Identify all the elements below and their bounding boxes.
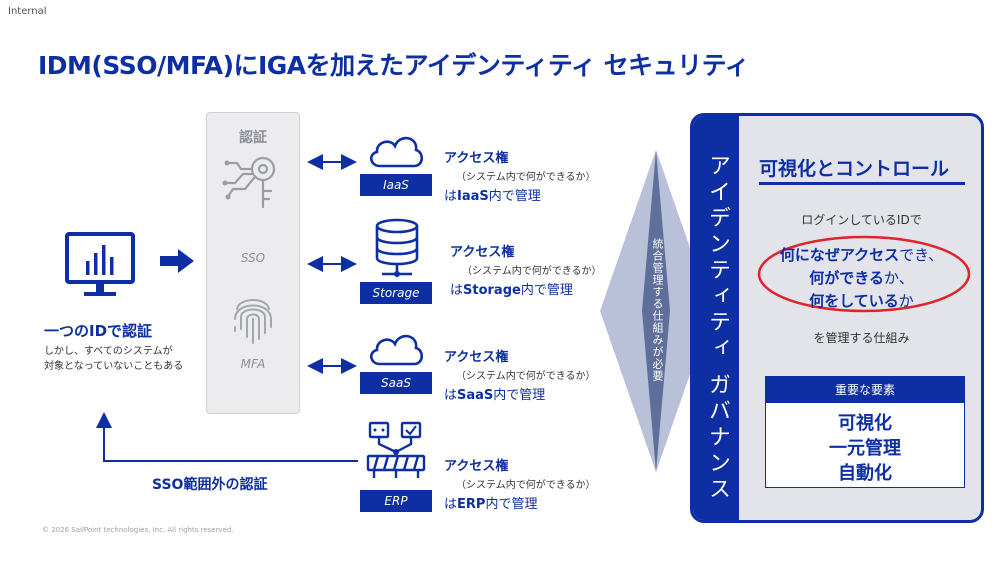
question-line-3: 何をしているか [809,292,914,310]
question-line-1: 何になぜアクセスでき、 [779,246,944,264]
access-title: アクセス権 [444,459,509,474]
access-manage: はIaaS内で管理 [444,189,541,204]
access-info-storage: アクセス権 （システム内で何ができるか） はStorage内で管理 [450,241,620,298]
highlight-ellipse [757,235,971,313]
access-paren: （システム内で何ができるか） [456,172,596,183]
login-id-text: ログインしているIDで [801,213,922,227]
access-paren: （システム内で何ができるか） [456,371,596,382]
key-elements-box: 重要な要素 可視化 一元管理 自動化 [765,376,965,488]
auth-title: 認証 [239,130,267,146]
mfa-label: MFA [240,357,266,371]
service-box-erp: ERP [360,490,432,512]
monitor-icon [65,232,135,296]
classification-label: Internal [8,6,47,17]
integration-note: 統合管理する仕組みが必要 [651,238,664,382]
single-id-auth-note-line2: 対象となっていないこともある [44,361,184,372]
sso-label: SSO [240,251,266,265]
governance-vertical-title: アイデンティティ ガバナンス [705,154,730,503]
arrow-right-icon [160,249,194,273]
sso-outside-loop [96,412,358,462]
service-box-iaas: IaaS [360,174,432,196]
key-element-item: 一元管理 [829,438,901,459]
key-elements-list: 可視化 一元管理 自動化 [766,411,964,486]
key-circuit-icon [222,156,276,209]
single-id-auth-note-line1: しかし、すべてのシステムが [44,346,173,357]
access-paren: （システム内で何ができるか） [456,480,596,491]
cloud-icon [370,136,424,168]
copyright-footer: © 2026 SailPoint technologies, Inc. All … [42,526,234,534]
access-manage: はStorage内で管理 [450,283,573,298]
fingerprint-icon [234,299,272,344]
single-id-auth-title: 一つのIDで認証 [44,322,153,340]
page-title: IDM(SSO/MFA)にIGAを加えたアイデンティティ セキュリティ [38,51,750,80]
key-element-item: 可視化 [838,413,892,434]
access-questions: 何になぜアクセスでき、 何ができるか、 何をしているか [739,244,981,313]
access-manage: はERP内で管理 [444,497,538,512]
access-title: アクセス権 [444,350,509,365]
cloud-icon [370,334,424,366]
manage-mechanism-text: を管理する仕組み [813,331,910,345]
access-info-saas: アクセス権 （システム内で何ができるか） はSaaS内で管理 [444,346,614,403]
key-elements-header: 重要な要素 [766,377,964,403]
erp-network-icon [366,421,426,478]
database-icon [375,218,419,277]
service-box-storage: Storage [360,282,432,304]
question-line-2: 何ができるか、 [809,269,914,287]
access-info-erp: アクセス権 （システム内で何ができるか） はERP内で管理 [444,455,614,512]
access-manage: はSaaS内で管理 [444,388,546,403]
access-title: アクセス権 [444,151,509,166]
heading-underline [759,182,965,185]
access-info-iaas: アクセス権 （システム内で何ができるか） はIaaS内で管理 [444,147,614,204]
auth-panel: 認証 SSO MFA [206,112,300,414]
single-id-auth-note: しかし、すべてのシステムが 対象となっていないこともある [44,344,183,374]
sso-outside-label: SSO範囲外の認証 [152,477,268,493]
integration-diamond [600,150,712,472]
governance-strip [693,116,739,520]
access-paren: （システム内で何ができるか） [462,266,602,277]
key-element-item: 自動化 [838,463,892,484]
access-title: アクセス権 [450,245,515,260]
service-box-saas: SaaS [360,372,432,394]
governance-card: アイデンティティ ガバナンス 可視化とコントロール ログインしているIDで 何に… [690,113,984,523]
governance-heading: 可視化とコントロール [759,158,950,180]
